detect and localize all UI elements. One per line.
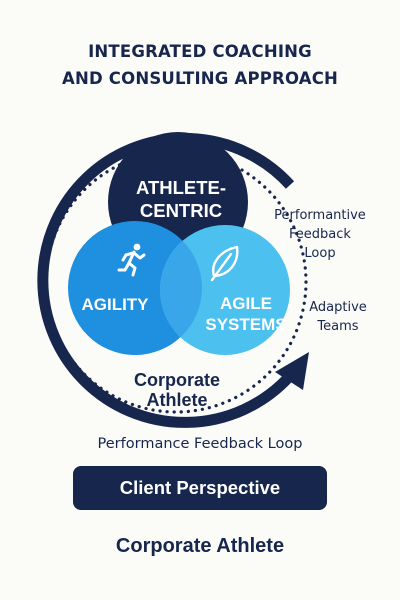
leaf-icon — [210, 245, 239, 282]
athlete-centric-label-line-1: ATHLETE- — [136, 177, 226, 198]
running-person-icon — [117, 243, 146, 277]
dotted-ring — [44, 150, 308, 414]
side-bottom-line-1: Adaptive — [309, 300, 367, 315]
client-perspective-button[interactable]: Client Perspective — [73, 466, 327, 510]
corporate-athlete-inner-line-2: Athlete — [146, 390, 207, 410]
athlete-centric-label-line-2: CENTRIC — [140, 200, 222, 221]
agility-label: AGILITY — [81, 295, 149, 314]
side-top-line-2: Feedback — [289, 227, 351, 242]
title-line-1: INTEGRATED COACHING — [88, 42, 312, 61]
side-label-feedback-loop: Performantive Feedback Loop — [252, 206, 388, 263]
diagram-title: INTEGRATED COACHING AND CONSULTING APPRO… — [0, 38, 400, 92]
side-top-line-1: Performantive — [274, 208, 366, 223]
side-label-adaptive-teams: Adaptive Teams — [298, 298, 378, 336]
side-top-line-3: Loop — [304, 246, 336, 261]
agile-systems-label-line-2: SYSTEMS — [205, 315, 286, 334]
corporate-athlete-inner-line-1: Corporate — [134, 370, 220, 390]
agile-systems-label-line-1: AGILE — [220, 294, 272, 313]
loop-caption: Performance Feedback Loop — [97, 436, 303, 452]
loop-arrowhead-icon — [275, 352, 309, 390]
footer-title: Corporate Athlete — [115, 535, 285, 557]
side-bottom-line-2: Teams — [317, 319, 359, 334]
title-line-2: AND CONSULTING APPROACH — [61, 69, 339, 88]
client-perspective-label: Client Perspective — [119, 477, 281, 498]
